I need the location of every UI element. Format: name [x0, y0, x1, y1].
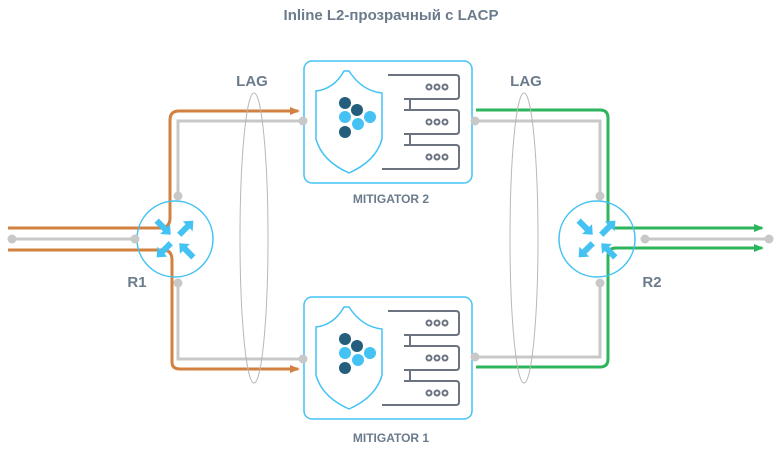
m2-r2-link [475, 119, 602, 196]
mitigator-1[interactable] [303, 296, 473, 420]
diagram-title: Inline L2-прозрачный с LACP [284, 7, 499, 24]
lag-ellipse-right [509, 92, 539, 384]
port-dot [298, 354, 308, 364]
server-rack-icon [382, 310, 460, 406]
port-dot [595, 278, 605, 288]
router-icon [558, 200, 636, 278]
router-r1[interactable] [136, 200, 214, 278]
mitigator-1-label: MITIGATOR 1 [353, 431, 430, 445]
lag-ellipse-left [239, 92, 269, 384]
port-dot [470, 116, 480, 126]
port-dot [173, 191, 183, 201]
clean-path-from-m1 [476, 244, 764, 369]
router-r2[interactable] [558, 200, 636, 278]
shield-icon [315, 70, 383, 174]
gray-links [12, 119, 769, 361]
r1-m2-link [176, 119, 303, 196]
lag-label-left: LAG [236, 73, 268, 90]
port-dot [298, 116, 308, 126]
lag-label-right: LAG [510, 73, 542, 90]
shield-icon [315, 306, 383, 410]
shield-server-icon [315, 70, 460, 174]
m1-r2-link [475, 283, 602, 359]
port-dot [470, 352, 480, 362]
shield-server-icon [315, 306, 460, 410]
router-r1-label: R1 [127, 274, 146, 291]
port-dot [173, 278, 183, 288]
r1-m1-link [176, 283, 303, 361]
port-dot [130, 234, 140, 244]
mitigator-2-label: MITIGATOR 2 [353, 192, 430, 206]
mitigator-2[interactable] [303, 60, 473, 184]
port-dot [640, 234, 650, 244]
port-dot [595, 191, 605, 201]
port-dot [764, 234, 774, 244]
router-r2-label: R2 [642, 274, 661, 291]
router-icon [136, 200, 214, 278]
port-dots [7, 116, 774, 364]
port-dot [7, 234, 17, 244]
server-rack-icon [382, 74, 460, 170]
